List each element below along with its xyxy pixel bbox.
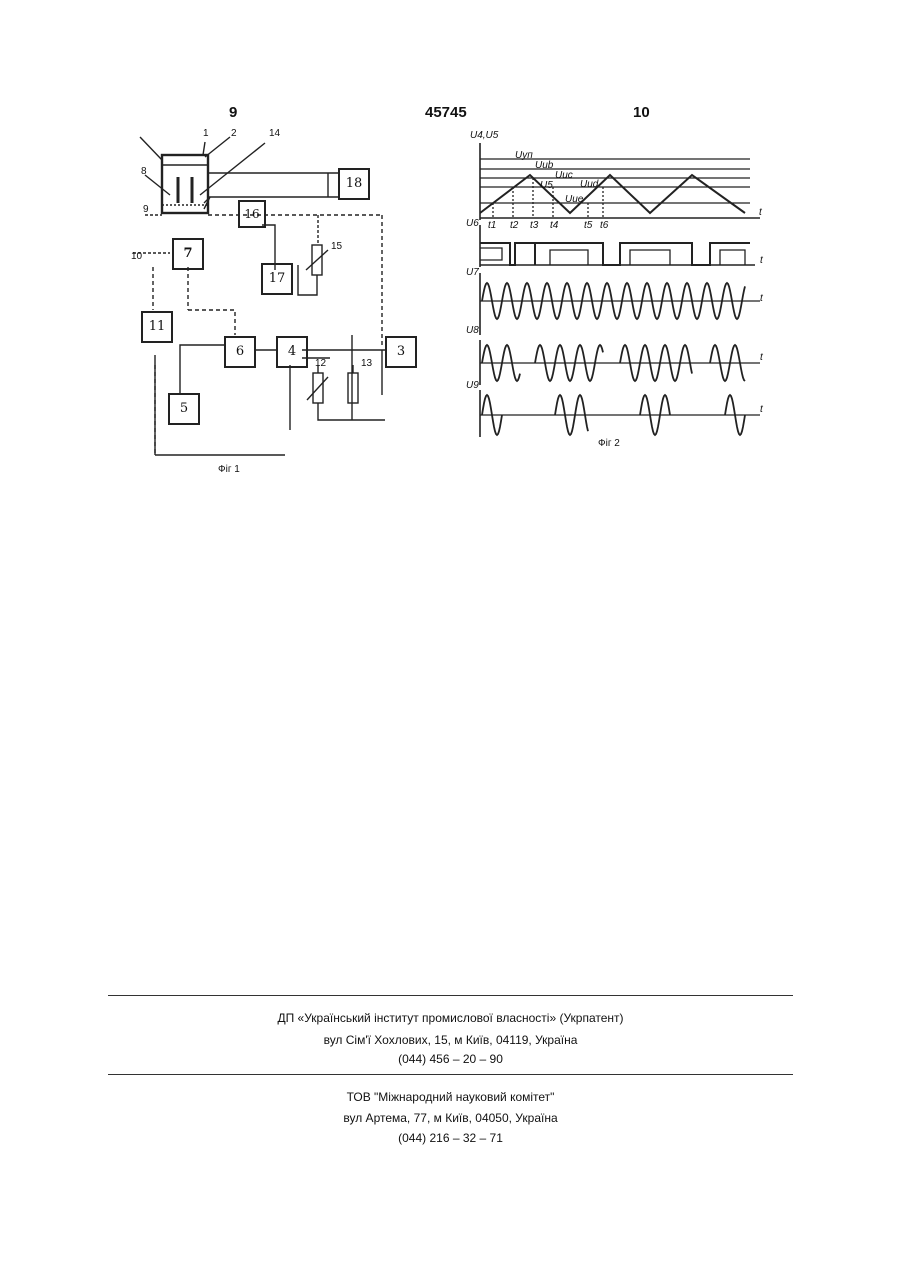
t-mark-4: t4 xyxy=(550,220,558,231)
figure-1-caption: Фіг 1 xyxy=(218,464,240,475)
t-mark-2: t2 xyxy=(510,220,518,231)
t-axis-label-2: t xyxy=(760,255,763,266)
row-label-u8: U8 xyxy=(466,325,479,336)
org1-phone: (044) 456 – 20 – 90 xyxy=(108,1052,793,1066)
t-mark-3: t3 xyxy=(530,220,538,231)
block-16: 16 xyxy=(238,200,266,228)
block-6: 6 xyxy=(224,336,256,368)
row-label-u6: U6 xyxy=(466,218,479,229)
row-label-u9: U9 xyxy=(466,380,479,391)
block-6-label: 6 xyxy=(236,344,244,359)
block-5: 5 xyxy=(168,393,200,425)
block-18-label: 18 xyxy=(346,176,363,191)
fig2-axis-y-label: U4,U5 xyxy=(470,130,498,141)
t-axis-label-5: t xyxy=(760,404,763,415)
callout-10: 10 xyxy=(131,251,142,262)
patent-number: 45745 xyxy=(425,104,467,121)
block-17: 17 xyxy=(261,263,293,295)
t-mark-6: t6 xyxy=(600,220,608,231)
org1-address: вул Сім'ї Хохлових, 15, м Київ, 04119, У… xyxy=(108,1033,793,1047)
callout-15: 15 xyxy=(331,241,342,252)
divider-bottom xyxy=(108,1074,793,1075)
org2-name: ТОВ "Міжнародний науковий комітет" xyxy=(108,1090,793,1104)
block-17-label: 17 xyxy=(269,271,286,286)
level-u5: U5 xyxy=(540,180,553,191)
figure-2-timing-diagram xyxy=(460,125,770,445)
level-uud: Uud xyxy=(580,179,598,190)
org2-address: вул Артема, 77, м Київ, 04050, Україна xyxy=(108,1111,793,1125)
t-mark-1: t1 xyxy=(488,220,496,231)
block-3: 3 xyxy=(385,336,417,368)
figure-1-block-diagram xyxy=(100,125,440,470)
org2-phone: (044) 216 – 32 – 71 xyxy=(108,1131,793,1145)
t-axis-label-4: t xyxy=(760,352,763,363)
callout-2: 2 xyxy=(231,128,237,139)
block-4-label: 4 xyxy=(288,344,296,359)
block-7-label: 7 xyxy=(183,246,192,261)
level-uuc: Uuc xyxy=(555,170,573,181)
callout-9: 9 xyxy=(143,204,149,215)
t-mark-5: t5 xyxy=(584,220,592,231)
block-11-label: 11 xyxy=(149,319,166,334)
block-5-label: 5 xyxy=(180,401,188,416)
block-3-label: 3 xyxy=(397,344,405,359)
block-16-label: 16 xyxy=(244,207,259,221)
t-axis-label-3: t xyxy=(760,293,763,304)
level-uub: Uub xyxy=(535,160,553,171)
t-axis-label-1: t xyxy=(759,207,762,218)
page-number-right: 10 xyxy=(633,104,650,121)
org1-name: ДП «Український інститут промислової вла… xyxy=(108,1011,793,1025)
callout-12: 12 xyxy=(315,358,326,369)
level-uue: Uue xyxy=(565,194,583,205)
row-label-u7: U7 xyxy=(466,267,479,278)
block-11: 11 xyxy=(141,311,173,343)
level-uup: Uуп xyxy=(515,150,533,161)
block-18: 18 xyxy=(338,168,370,200)
block-7: 7 xyxy=(172,238,204,270)
callout-13: 13 xyxy=(361,358,372,369)
callout-14: 14 xyxy=(269,128,280,139)
block-4: 4 xyxy=(276,336,308,368)
figure-2-caption: Фіг 2 xyxy=(598,438,620,449)
divider-top xyxy=(108,995,793,996)
page-number-left: 9 xyxy=(229,104,237,121)
callout-8: 8 xyxy=(141,166,147,177)
callout-1: 1 xyxy=(203,128,209,139)
